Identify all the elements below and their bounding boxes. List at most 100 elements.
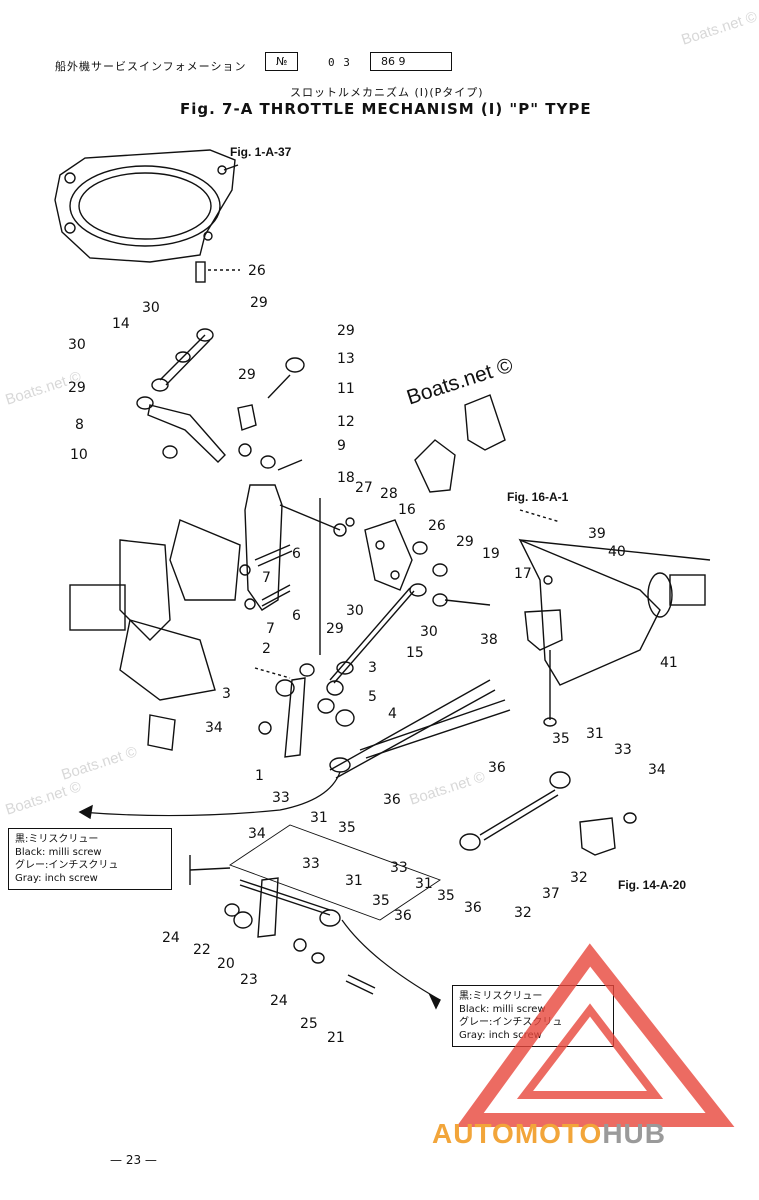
callout-number: 33 [390, 860, 408, 876]
ref-fig-16a1: Fig. 16-A-1 [507, 490, 569, 504]
callout-number: 23 [240, 972, 258, 988]
callout-number: 29 [250, 295, 268, 311]
callout-number: 29 [337, 323, 355, 339]
callout-number: 24 [270, 993, 288, 1009]
mount-bracket [244, 484, 283, 611]
throttle-link [147, 404, 226, 463]
ref-fig-14a20: Fig. 14-A-20 [618, 878, 687, 892]
brand-auto: AUTO [432, 1118, 515, 1149]
callout-number: 27 [355, 480, 373, 496]
callout-number: 40 [608, 544, 626, 560]
callout-number: 33 [614, 742, 632, 758]
callout-number: 10 [70, 447, 88, 463]
callout-number: 35 [338, 820, 356, 836]
bracket-plate [414, 439, 456, 493]
legend-box: 黒:ミリスクリュー Black: milli screw グレー:インチスクリュ… [452, 985, 614, 1047]
page-title: Fig. 7-A THROTTLE MECHANISM (I) "P" TYPE [180, 100, 592, 118]
callout-number: 20 [217, 956, 235, 972]
screw-part [195, 261, 206, 283]
throttle-plate [364, 519, 413, 591]
legend-box: 黒:ミリスクリュー Black: milli screw グレー:インチスクリュ… [8, 828, 172, 890]
callout-number: 7 [262, 570, 271, 586]
control-cable [329, 679, 491, 771]
callout-number: 29 [456, 534, 474, 550]
legend-jp-black: 黒:ミリスクリュー [15, 834, 99, 845]
legend-jp-gray: グレー:インチスクリュ [459, 1017, 563, 1028]
cable-grommet [647, 572, 673, 618]
rod [329, 587, 411, 681]
callout-number: 15 [406, 645, 424, 661]
brand-hub: HUB [602, 1118, 666, 1149]
gasket-opening [69, 165, 221, 247]
callout-number: 29 [68, 380, 86, 396]
callout-number: 32 [570, 870, 588, 886]
legend-jp-black: 黒:ミリスクリュー [459, 991, 543, 1002]
lower-link [257, 877, 279, 938]
callout-number: 35 [437, 888, 455, 904]
callout-number: 9 [337, 438, 346, 454]
legend-gray: Gray: inch screw [459, 1030, 542, 1041]
service-info-label: 船外機サービスインフォメーション [55, 60, 247, 73]
callout-number: 32 [514, 905, 532, 921]
callout-number: 2 [262, 641, 271, 657]
callout-number: 6 [292, 608, 301, 624]
callout-number: 19 [482, 546, 500, 562]
legend-jp-gray: グレー:インチスクリュ [15, 860, 119, 871]
callout-number: 18 [337, 470, 355, 486]
ref-fig-1a37: Fig. 1-A-37 [230, 145, 292, 159]
callout-number: 39 [588, 526, 606, 542]
callout-number: 35 [552, 731, 570, 747]
callout-number: 16 [398, 502, 416, 518]
page-number: — 23 — [110, 1153, 157, 1167]
callout-number: 34 [648, 762, 666, 778]
brand-logo: AUTOMOTOHUB [432, 1118, 666, 1150]
callout-number: 33 [302, 856, 320, 872]
callout-number: 14 [112, 316, 130, 332]
title-jp: スロットルメカニズム (I)(Pタイプ) [290, 86, 484, 99]
callout-number: 7 [266, 621, 275, 637]
callout-number: 6 [292, 546, 301, 562]
gasket-plate [54, 149, 236, 263]
legend-gray: Gray: inch screw [15, 873, 98, 884]
callout-number: 34 [248, 826, 266, 842]
date-box: 86 9 [370, 52, 452, 71]
callout-number: 31 [310, 810, 328, 826]
callout-number: 21 [327, 1030, 345, 1046]
callout-number: 31 [345, 873, 363, 889]
throttle-arm [284, 677, 306, 758]
callout-number: 30 [142, 300, 160, 316]
brand-moto: MOTO [514, 1118, 603, 1149]
callout-number: 30 [346, 603, 364, 619]
callout-number: 41 [660, 655, 678, 671]
callout-number: 31 [415, 876, 433, 892]
callout-number: 37 [542, 886, 560, 902]
callout-number: 36 [488, 760, 506, 776]
callout-number: 22 [193, 942, 211, 958]
legend-black: Black: milli screw [459, 1004, 546, 1015]
callout-number: 30 [420, 624, 438, 640]
callout-number: 36 [464, 900, 482, 916]
callout-number: 36 [394, 908, 412, 924]
callout-number: 36 [383, 792, 401, 808]
callout-number: 12 [337, 414, 355, 430]
callout-number: 33 [272, 790, 290, 806]
callout-number: 24 [162, 930, 180, 946]
nut-part [162, 445, 178, 459]
callout-number: 17 [514, 566, 532, 582]
callout-number: 1 [255, 768, 264, 784]
callout-number: 29 [238, 367, 256, 383]
callout-number: 3 [368, 660, 377, 676]
callout-number: 13 [337, 351, 355, 367]
callout-number: 4 [388, 706, 397, 722]
callout-number: 3 [222, 686, 231, 702]
callout-number: 25 [300, 1016, 318, 1032]
callout-number: 35 [372, 893, 390, 909]
callout-number: 26 [248, 263, 266, 279]
callout-number: 11 [337, 381, 355, 397]
code-value: 0 3 [328, 56, 351, 69]
callout-number: 5 [368, 689, 377, 705]
callout-number: 38 [480, 632, 498, 648]
callout-number: 26 [428, 518, 446, 534]
